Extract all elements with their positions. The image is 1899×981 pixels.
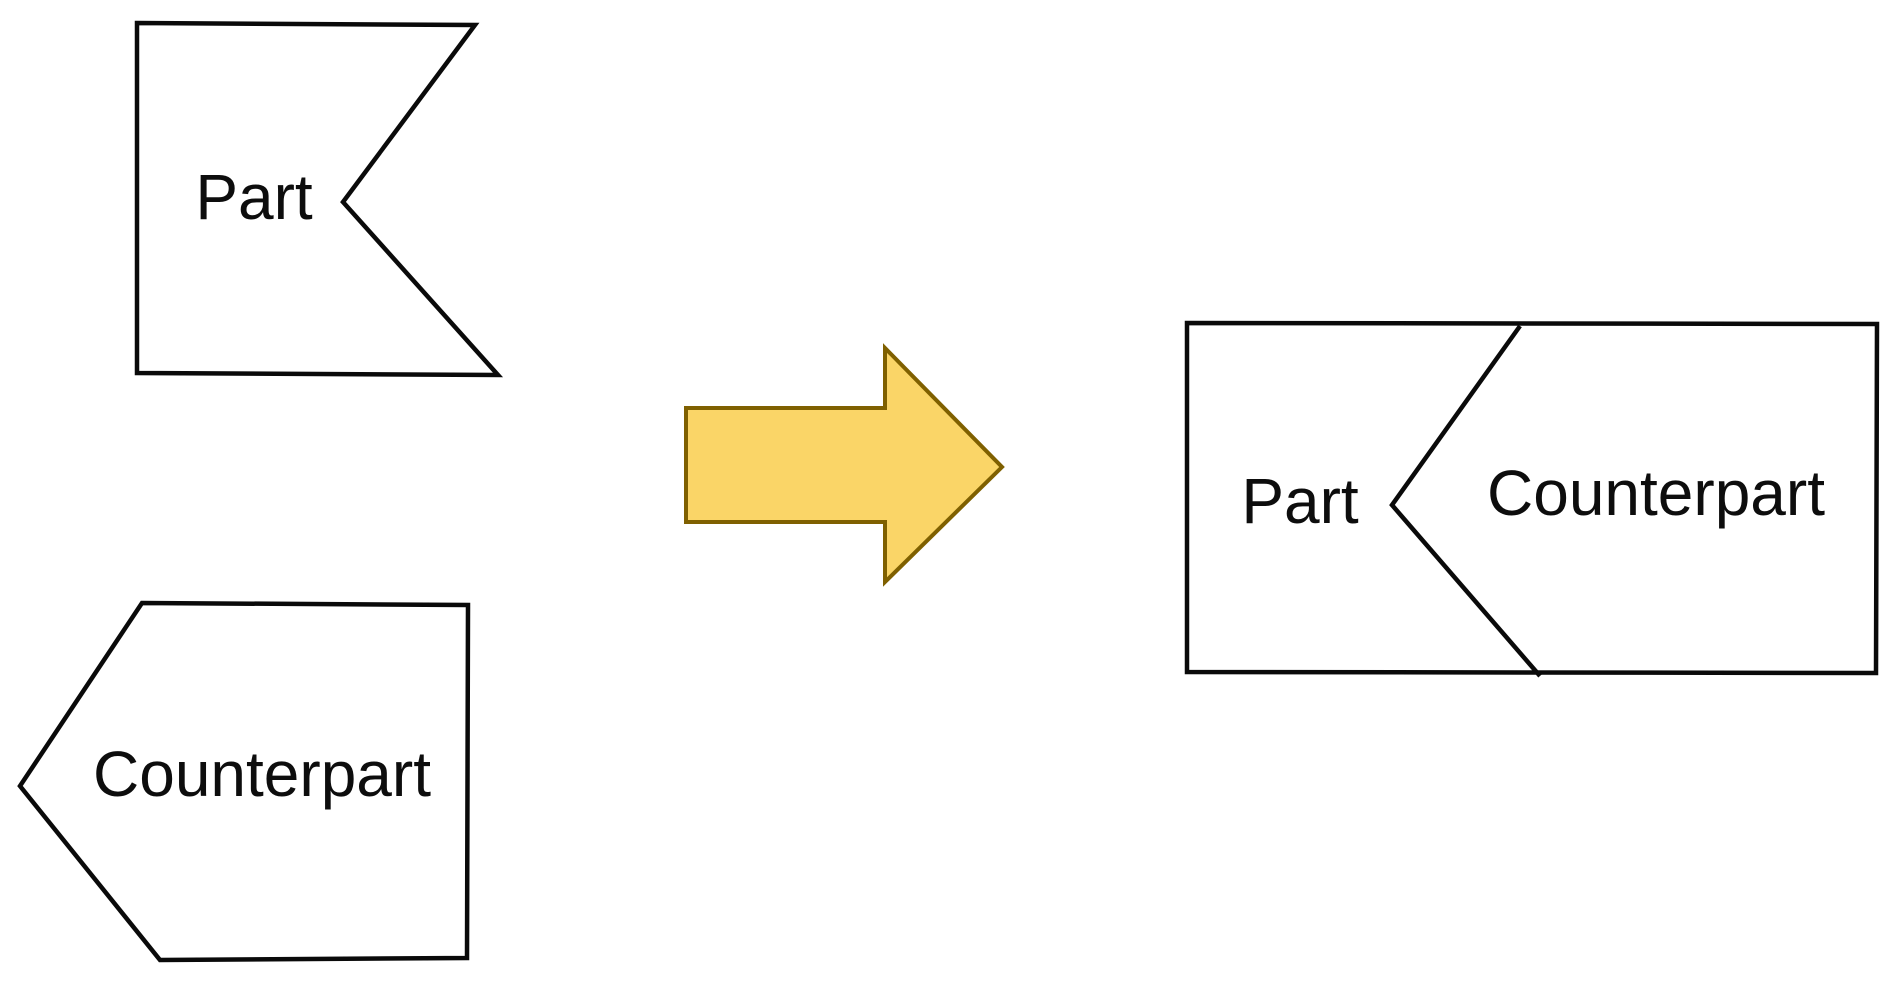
counterpart-shape-group: Counterpart (17, 600, 471, 963)
combined-counterpart-label: Counterpart (1487, 457, 1825, 529)
combined-part-label: Part (1241, 465, 1359, 537)
right-arrow-icon (684, 343, 1005, 587)
combined-shape-outline (1184, 320, 1880, 676)
counterpart-shape-outline (17, 600, 471, 963)
part-shape-outline (134, 20, 504, 378)
part-shape-group: Part (134, 20, 504, 378)
counterpart-shape-label: Counterpart (93, 738, 431, 810)
combined-shape-divider (1389, 324, 1542, 678)
part-shape-label: Part (195, 161, 313, 233)
combined-shape-group: Part Counterpart (1184, 320, 1880, 678)
